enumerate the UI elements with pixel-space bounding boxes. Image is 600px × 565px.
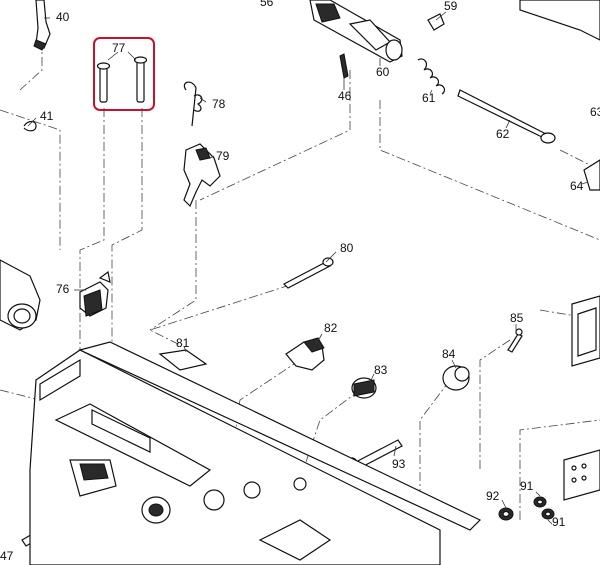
side-bracket xyxy=(563,295,600,501)
alignment-line-85 xyxy=(479,339,511,470)
alignment-line-77a xyxy=(79,108,105,360)
part-60-bolt-group[interactable] xyxy=(309,0,403,63)
callout-47[interactable]: 47 xyxy=(0,549,14,563)
alignment-line-79 xyxy=(149,200,197,331)
callout-61[interactable]: 61 xyxy=(422,91,436,105)
alignment-line-80 xyxy=(148,284,291,346)
callout-60[interactable]: 60 xyxy=(376,65,390,79)
part-62-firing-pin[interactable] xyxy=(457,89,556,144)
highlight-box-77 xyxy=(93,37,155,111)
part-40-lever[interactable] xyxy=(33,0,51,51)
callout-82[interactable]: 82 xyxy=(324,321,338,335)
part-59-cap[interactable] xyxy=(427,13,445,31)
alignment-line-60 xyxy=(199,70,351,201)
receiver-body xyxy=(29,341,482,565)
callout-93[interactable]: 93 xyxy=(392,457,406,471)
part-41-clip[interactable] xyxy=(23,120,37,132)
alignment-line-61 xyxy=(379,100,600,241)
alignment-line-side xyxy=(539,309,600,321)
callout-76[interactable]: 76 xyxy=(56,282,70,296)
part-78-spring[interactable] xyxy=(183,81,203,127)
callout-77[interactable]: 77 xyxy=(112,41,126,55)
part-83-knob[interactable] xyxy=(351,377,377,399)
alignment-line-84 xyxy=(419,379,451,500)
part-80-pin[interactable] xyxy=(282,257,334,289)
callout-79[interactable]: 79 xyxy=(216,149,230,163)
callout-46[interactable]: 46 xyxy=(338,89,352,103)
callout-63[interactable]: 63 xyxy=(590,105,600,119)
callout-92[interactable]: 92 xyxy=(486,489,500,503)
part-91-nuts[interactable] xyxy=(533,496,555,520)
callout-78[interactable]: 78 xyxy=(212,97,226,111)
part-76-latch[interactable] xyxy=(79,270,111,317)
left-tube xyxy=(0,259,41,331)
callout-40[interactable]: 40 xyxy=(56,10,70,24)
callout-64[interactable]: 64 xyxy=(570,179,584,193)
part-46-small-pin[interactable] xyxy=(339,53,349,79)
part-64-knob[interactable] xyxy=(583,159,600,191)
callout-81[interactable]: 81 xyxy=(176,336,190,350)
callout-84[interactable]: 84 xyxy=(442,347,456,361)
part-84-bushing[interactable] xyxy=(442,365,470,391)
part-81-plate[interactable] xyxy=(158,349,208,371)
alignment-line-83 xyxy=(299,389,361,481)
part-61-spring[interactable] xyxy=(417,58,446,95)
part-82-lever[interactable] xyxy=(285,337,325,371)
alignment-line-left xyxy=(0,389,41,401)
callout-56[interactable]: 56 xyxy=(260,0,274,9)
part-85-cotter[interactable] xyxy=(507,328,523,353)
top-right-tube xyxy=(519,0,600,41)
alignment-line-41 xyxy=(0,109,61,250)
alignment-line-91 xyxy=(519,419,600,520)
alignment-line-77b xyxy=(111,108,143,380)
part-79-hammer[interactable] xyxy=(183,143,221,208)
callout-91-lower[interactable]: 91 xyxy=(552,515,566,529)
callout-85[interactable]: 85 xyxy=(510,311,524,325)
callout-83[interactable]: 83 xyxy=(374,363,388,377)
alignment-line-40 xyxy=(19,40,43,91)
callout-80[interactable]: 80 xyxy=(340,241,354,255)
callout-62[interactable]: 62 xyxy=(496,127,510,141)
callout-41[interactable]: 41 xyxy=(40,109,54,123)
part-77-pins[interactable] xyxy=(96,56,148,103)
part-92-nut[interactable] xyxy=(498,507,514,521)
leader-lines xyxy=(27,11,589,525)
callout-91-upper[interactable]: 91 xyxy=(520,479,534,493)
callout-59[interactable]: 59 xyxy=(444,0,458,13)
